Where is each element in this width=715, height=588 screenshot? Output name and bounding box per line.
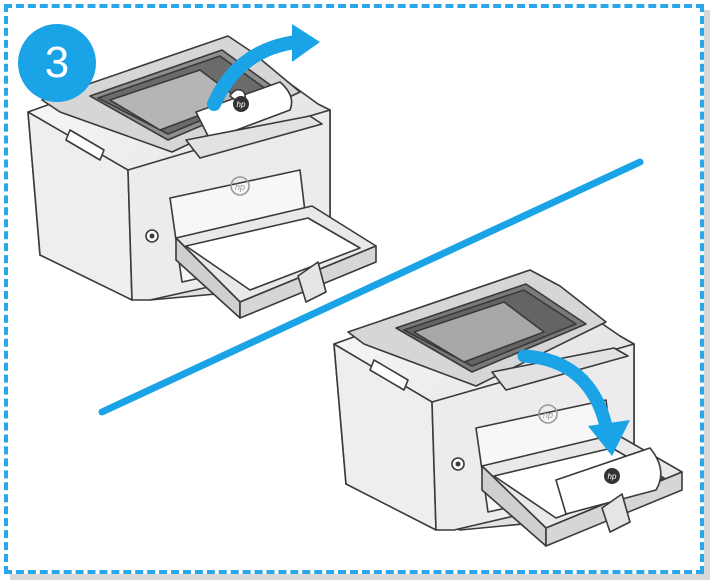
printer-top-paper-logo: hp	[237, 100, 246, 109]
step-number-badge: 3	[18, 24, 96, 102]
printer-bottom	[333, 269, 683, 547]
panel-shadow-right	[704, 10, 710, 578]
dashed-border	[4, 4, 704, 574]
printer-top-front-logo: hp	[235, 182, 245, 192]
panel-shadow-bottom	[10, 574, 710, 580]
printer-bottom-paper-logo: hp	[608, 472, 617, 481]
flip-arrow-icon	[207, 24, 320, 111]
printer-bottom-front-logo: hp	[543, 410, 553, 420]
printer-top	[27, 35, 377, 319]
divider-line	[98, 158, 644, 416]
printer-bottom-paper-logo-bg	[604, 468, 620, 484]
flip-down-arrow-icon	[517, 349, 630, 456]
printer-top-paper-logo-bg	[233, 96, 249, 112]
